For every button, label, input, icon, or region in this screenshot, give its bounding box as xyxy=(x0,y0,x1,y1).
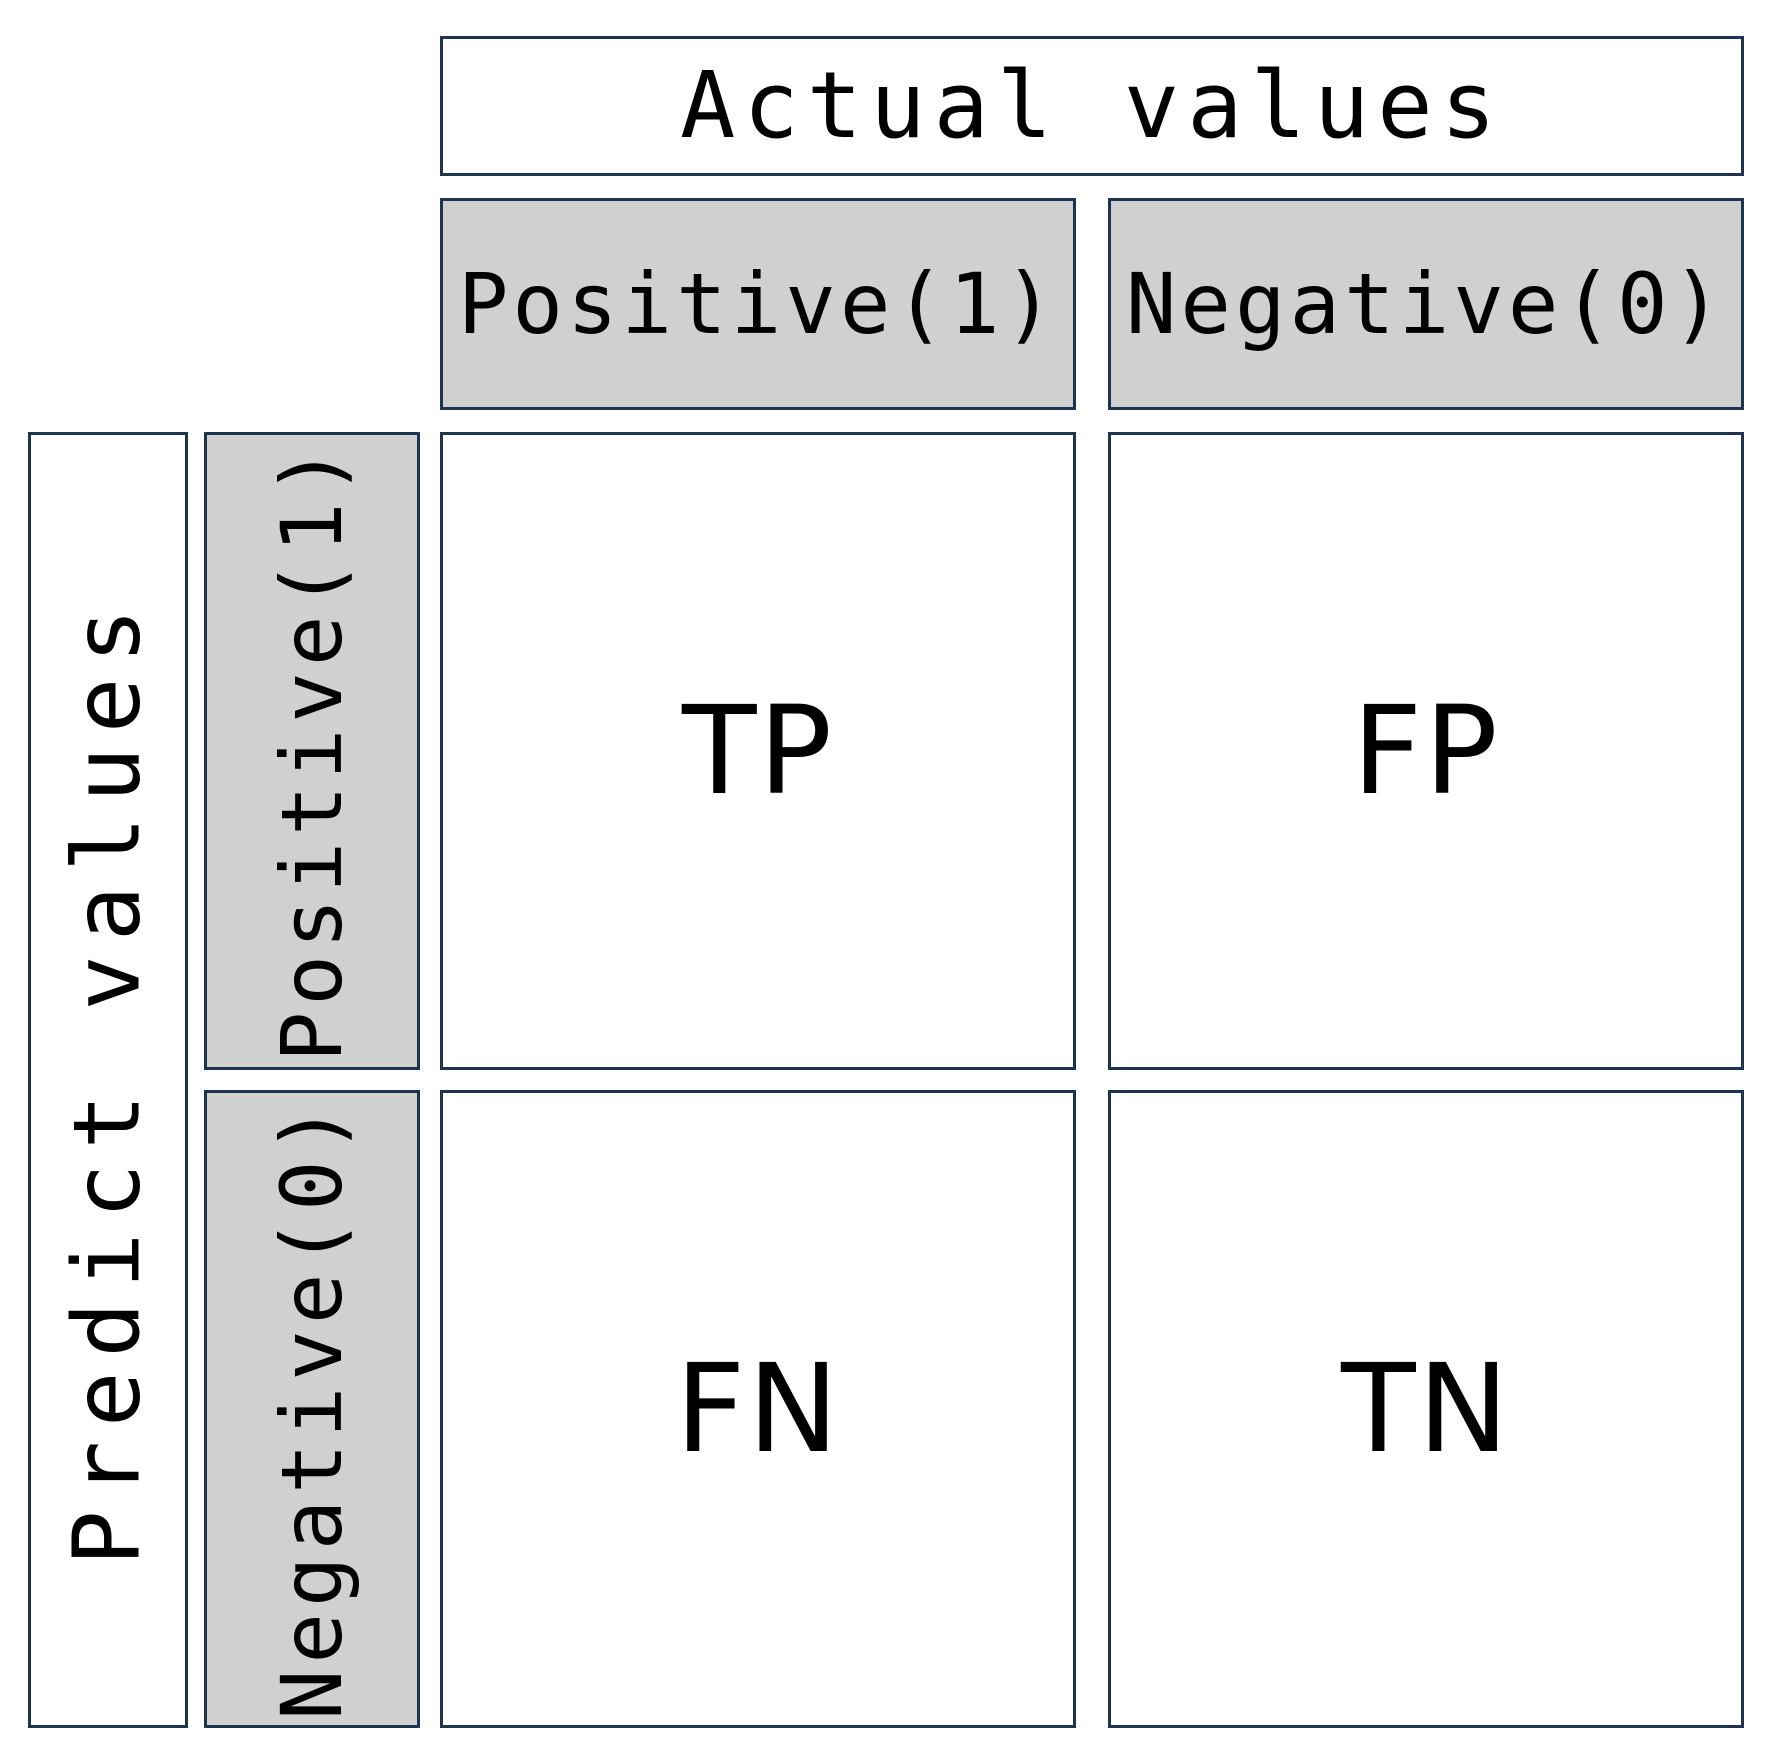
actual-values-label: Actual values xyxy=(679,52,1505,159)
row-header-negative: Negative(0) xyxy=(204,1090,420,1728)
row-header-positive: Positive(1) xyxy=(204,432,420,1070)
row-label-positive: Positive(1) xyxy=(263,439,362,1063)
column-label-positive: Positive(1) xyxy=(457,255,1059,353)
cell-true-positive: TP xyxy=(440,432,1076,1070)
cell-label-tp: TP xyxy=(681,680,835,822)
cell-label-fp: FP xyxy=(1352,680,1500,822)
column-label-negative: Negative(0) xyxy=(1125,255,1727,353)
cell-label-tn: TN xyxy=(1341,1338,1511,1480)
cell-true-negative: TN xyxy=(1108,1090,1744,1728)
actual-values-header: Actual values xyxy=(440,36,1744,176)
column-header-negative: Negative(0) xyxy=(1108,198,1744,410)
cell-label-fn: FN xyxy=(675,1338,841,1480)
predict-values-label: Predict values xyxy=(54,594,162,1566)
column-header-positive: Positive(1) xyxy=(440,198,1076,410)
row-label-negative: Negative(0) xyxy=(263,1097,362,1721)
predict-values-header: Predict values xyxy=(28,432,188,1728)
cell-false-positive: FP xyxy=(1108,432,1744,1070)
cell-false-negative: FN xyxy=(440,1090,1076,1728)
